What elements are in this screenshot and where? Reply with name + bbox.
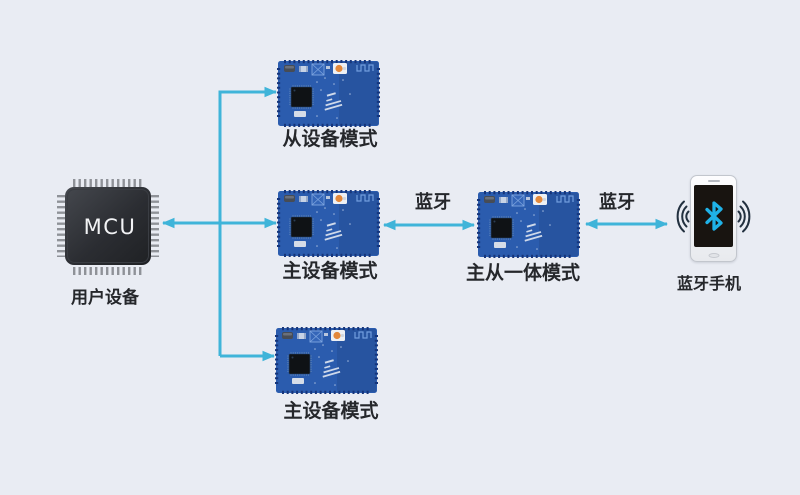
ble-module-master <box>277 190 380 257</box>
signal-waves-right-icon <box>737 200 751 233</box>
phone-speaker <box>707 180 720 182</box>
bluetooth-icon <box>704 201 723 231</box>
smartphone-icon <box>690 175 737 262</box>
mcu-chip-label: MCU <box>83 215 137 239</box>
user-device-label: 用户设备 <box>71 288 139 308</box>
ble-module-combo <box>477 191 580 258</box>
phone-label: 蓝牙手机 <box>676 274 742 293</box>
signal-waves-left-icon <box>676 200 690 233</box>
mcu-chip: MCU <box>55 177 165 277</box>
combo-mode-label: 主从一体模式 <box>465 262 581 284</box>
phone-home-button <box>708 253 719 258</box>
bluetooth-link-label-1: 蓝牙 <box>415 192 451 213</box>
slave-mode-label: 从设备模式 <box>282 128 378 150</box>
mcu-chip-icon <box>57 179 159 275</box>
ble-module-master-2 <box>275 327 378 394</box>
phone-screen <box>694 185 733 247</box>
bluetooth-link-label-2: 蓝牙 <box>599 192 635 213</box>
master-mode-2-label: 主设备模式 <box>283 400 379 422</box>
ble-module-slave <box>277 60 380 127</box>
master-mode-label: 主设备模式 <box>282 260 378 282</box>
